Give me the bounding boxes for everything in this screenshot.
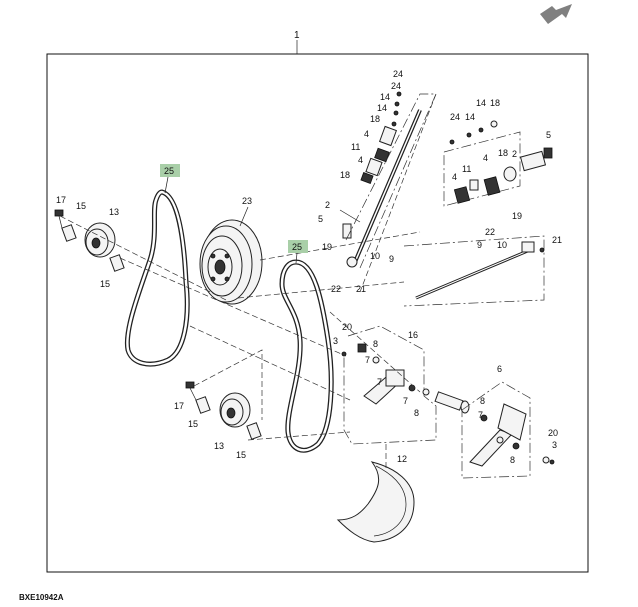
svg-text:6: 6 (497, 364, 502, 374)
idler-pulley-upper (54, 209, 125, 272)
drive-pulley (199, 219, 263, 305)
svg-text:1: 1 (294, 30, 300, 41)
svg-text:10: 10 (370, 251, 380, 261)
svg-text:7: 7 (377, 377, 382, 387)
svg-text:2: 2 (512, 149, 517, 159)
svg-text:7: 7 (365, 355, 370, 365)
svg-text:25: 25 (292, 242, 302, 252)
leader-lines (59, 215, 421, 470)
svg-text:15: 15 (76, 201, 86, 211)
svg-text:22: 22 (331, 284, 341, 294)
svg-text:14: 14 (377, 103, 387, 113)
svg-text:15: 15 (100, 279, 110, 289)
svg-text:3: 3 (333, 336, 338, 346)
svg-text:11: 11 (351, 142, 360, 152)
idler-bracket-center (341, 325, 437, 445)
svg-text:15: 15 (236, 450, 246, 460)
svg-text:20: 20 (342, 322, 352, 332)
svg-text:13: 13 (214, 441, 224, 451)
assembly-frame (46, 53, 589, 573)
svg-text:12: 12 (397, 454, 407, 464)
callout-25-lower: 25 (288, 240, 308, 264)
svg-text:18: 18 (490, 98, 500, 108)
stub-shaft (434, 391, 470, 414)
svg-text:24: 24 (393, 69, 403, 79)
orientation-arrow-icon (540, 4, 572, 24)
svg-text:24: 24 (450, 112, 460, 122)
svg-text:18: 18 (370, 114, 380, 124)
callout-labels: 1 17 15 13 15 23 17 15 13 15 24 24 14 14… (56, 30, 562, 465)
svg-text:5: 5 (318, 214, 323, 224)
svg-text:7: 7 (478, 410, 483, 420)
svg-text:22: 22 (485, 227, 495, 237)
gear-assembly-right (443, 120, 553, 207)
svg-text:18: 18 (340, 170, 350, 180)
svg-text:16: 16 (408, 330, 418, 340)
svg-text:8: 8 (480, 396, 485, 406)
svg-text:15: 15 (188, 419, 198, 429)
svg-text:9: 9 (389, 254, 394, 264)
svg-text:19: 19 (512, 211, 522, 221)
svg-text:5: 5 (546, 130, 551, 140)
drive-belt-center (279, 259, 334, 453)
svg-text:20: 20 (548, 428, 558, 438)
svg-text:17: 17 (56, 195, 66, 205)
svg-text:17: 17 (174, 401, 184, 411)
idler-bracket-right (461, 381, 555, 479)
svg-text:4: 4 (483, 153, 488, 163)
svg-text:14: 14 (465, 112, 475, 122)
svg-text:3: 3 (552, 440, 557, 450)
vertical-drive-shaft (339, 91, 437, 293)
svg-text:10: 10 (497, 240, 507, 250)
svg-text:24: 24 (391, 81, 401, 91)
shaft-outline (345, 93, 437, 269)
idler-pulley-lower (185, 381, 262, 440)
svg-text:2: 2 (325, 200, 330, 210)
svg-text:14: 14 (476, 98, 486, 108)
svg-text:21: 21 (552, 235, 562, 245)
svg-text:9: 9 (477, 240, 482, 250)
svg-text:4: 4 (452, 172, 457, 182)
svg-text:14: 14 (380, 92, 390, 102)
figure-code: BXE10942A (19, 593, 64, 602)
svg-text:23: 23 (242, 196, 252, 206)
svg-text:8: 8 (414, 408, 419, 418)
svg-text:8: 8 (510, 455, 515, 465)
callout-25-upper: 25 (160, 164, 180, 194)
svg-text:19: 19 (322, 242, 332, 252)
svg-text:8: 8 (373, 339, 378, 349)
horizontal-drive-shaft (403, 235, 545, 307)
svg-text:7: 7 (403, 396, 408, 406)
svg-text:25: 25 (164, 166, 174, 176)
svg-text:4: 4 (358, 155, 363, 165)
svg-text:18: 18 (498, 148, 508, 158)
svg-text:13: 13 (109, 207, 119, 217)
svg-text:11: 11 (462, 164, 471, 174)
svg-text:4: 4 (364, 129, 369, 139)
drive-belt-left (124, 189, 190, 367)
svg-text:21: 21 (356, 284, 366, 294)
belt-guard-shield (336, 461, 415, 543)
